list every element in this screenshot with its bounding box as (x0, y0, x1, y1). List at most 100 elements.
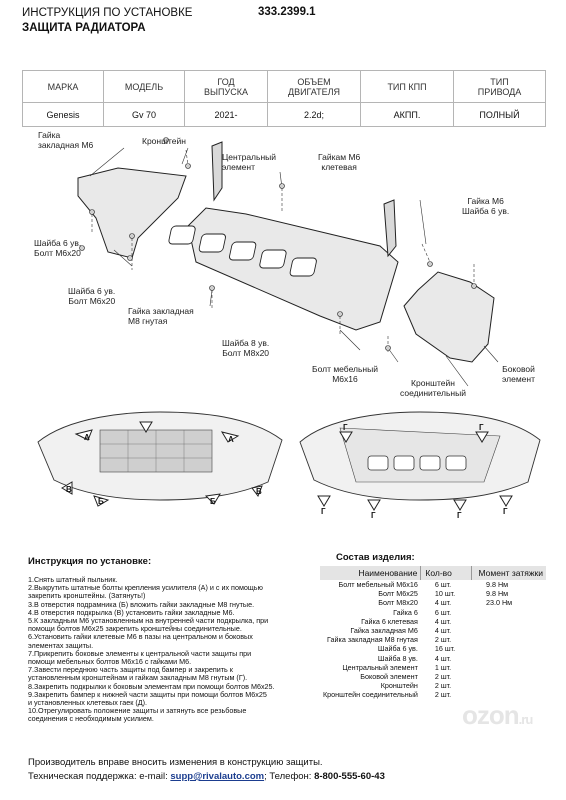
table-row: Кронштейн соединительный 2 шт. (320, 690, 546, 699)
col-name: Наименование (320, 566, 422, 580)
label-washer-bolt-a: Шайба 6 ув. Болт М6х20 (34, 238, 82, 258)
vehicle-spec-table: МАРКА МОДЕЛЬ ГОД ВЫПУСКА ОБЪЕМ ДВИГАТЕЛЯ… (22, 70, 546, 127)
component-torque (472, 672, 546, 681)
component-torque (472, 654, 546, 663)
title-line-2: ЗАЩИТА РАДИАТОРА (22, 22, 146, 34)
watermark-suffix: .ru (518, 712, 534, 727)
label-cage-nut: Гайкам М6 клетевая (318, 152, 361, 172)
instruction-line: 1.Снять штатный пыльник. (28, 575, 118, 584)
instruction-line: закрепить кронштейны. (Затянуть!) (28, 591, 146, 601)
component-name: Шайба 8 ув. (377, 653, 418, 663)
col-qty: Кол-во (420, 566, 473, 580)
instructions-title: Инструкция по установке: (28, 556, 152, 567)
label-nut-m6: Гайка закладная М6 (38, 130, 94, 150)
instruction-line: помощи болтов М6х25 закрепить кронштейны… (28, 624, 242, 634)
instruction-line: элементах защиты. (28, 640, 94, 650)
table-row: Центральный элемент 1 шт. (320, 663, 546, 672)
watermark: ozon.ru (462, 700, 534, 731)
instruction-line: 8.Закрепить подкрылки к боковым элемента… (28, 681, 275, 691)
component-torque (472, 690, 546, 699)
mark-a: А (84, 433, 90, 442)
instruction-line: 9.Закрепить бампер к нижней части защиты… (28, 689, 267, 699)
instruction-line: 2.Выкрутить штатные болты крепления усил… (28, 583, 263, 593)
component-name: Гайка 6 (393, 607, 418, 617)
component-qty: 2 шт. (434, 690, 452, 700)
instruction-line: помощи мебельных болтов М6х16 с гайками … (28, 657, 192, 667)
component-qty: 2 шт. (434, 681, 452, 691)
component-torque: 9.8 Нм (485, 580, 509, 589)
table-row: Шайба 8 ув.4 шт. (320, 654, 546, 663)
instruction-line: 7.Прикрепить боковые элементы к централь… (28, 648, 252, 658)
component-torque: 9.8 Нм (485, 589, 509, 599)
central-window (259, 249, 287, 269)
mark-g: Г (457, 511, 462, 520)
component-torque (472, 608, 546, 617)
mark-v: В (66, 485, 72, 494)
mark-g: Г (371, 511, 376, 520)
table-row: Шайба 6 ув.16 шт. (320, 644, 546, 653)
mark-g: Г (479, 423, 484, 432)
value-year: 2021- (184, 102, 268, 127)
component-name: Центральный элемент (342, 662, 418, 672)
col-torque: Момент затяжки (471, 566, 546, 580)
components-title: Состав изделия: (336, 552, 415, 563)
component-qty: 4 шт. (434, 598, 452, 608)
document-title: ИНСТРУКЦИЯ ПО УСТАНОВКЕ ЗАЩИТА РАДИАТОРА (22, 6, 192, 36)
components-table: Наименование Кол-во Момент затяжки Болт … (320, 566, 546, 700)
component-name: Кронштейн (380, 681, 418, 691)
title-line-1: ИНСТРУКЦИЯ ПО УСТАНОВКЕ (22, 7, 193, 19)
instruction-line: 5.К закладным М6 установленным на внутре… (28, 616, 269, 626)
component-name: Гайка закладная М8 гнутая (327, 635, 418, 645)
instruction-line: 10.Отрегулировать положение защиты и зат… (28, 706, 247, 716)
central-window (289, 257, 317, 277)
label-washer-bolt-b: Шайба 6 ув. Болт М6х20 (68, 286, 116, 306)
label-central-element: Центральный элемент (222, 152, 276, 172)
table-row: Болт М8х20 4 шт. 23.0 Нм (320, 598, 546, 607)
instruction-line: соединения с необходимым усилием. (28, 714, 154, 724)
right-bracket (383, 199, 397, 258)
label-washer8-bolt: Шайба 8 ув. Болт М8х20 (222, 338, 270, 358)
label-nut-washer: Гайка М6 Шайба 6 ув. (462, 196, 510, 216)
component-qty: 6 шт. (434, 580, 452, 589)
instruction-line: установленным кронштейнам и гайкам закла… (28, 673, 248, 683)
right-side-element (403, 271, 495, 363)
header-gearbox: ТИП КПП (360, 70, 454, 103)
mark-b: Б (210, 497, 216, 506)
mark-a: А (228, 435, 234, 444)
value-model: Gv 70 (103, 102, 185, 127)
component-name: Болт М8х20 (378, 598, 418, 608)
label-side-element: Боковой элемент (502, 364, 535, 384)
component-torque (472, 681, 546, 690)
phone-label: ; Телефон: (264, 771, 315, 782)
instruction-line: 3.В отверстия подрамника (Б) вложить гай… (28, 599, 255, 609)
mark-g: Г (321, 507, 326, 516)
instructions-list: 1.Снять штатный пыльник. 2.Выкрутить шта… (28, 575, 318, 724)
component-torque (472, 663, 546, 672)
support-phone: 8-800-555-60-43 (314, 771, 385, 782)
value-brand: Genesis (22, 102, 104, 127)
table-row: Боковой элемент 2 шт. (320, 672, 546, 681)
component-qty: 1 шт. (434, 662, 452, 672)
mark-v: В (256, 487, 262, 496)
value-gearbox: АКПП. (360, 102, 454, 127)
support-email-link[interactable]: supp@rivalauto.com (170, 771, 265, 782)
component-qty: 2 шт. (434, 672, 452, 682)
component-name: Боковой элемент (360, 672, 418, 682)
mark-b: Б (98, 497, 104, 506)
component-torque: 23.0 Нм (485, 598, 513, 608)
component-qty: 16 шт. (434, 644, 456, 654)
installed-guard (339, 427, 501, 483)
left-side-element (77, 167, 187, 259)
mark-g: Г (343, 423, 348, 432)
support-label: Техническая поддержка: e-mail: (28, 771, 171, 782)
footer-disclaimer: Производитель вправе вносить изменения в… (28, 757, 323, 768)
component-name: Кронштейн соединительный (323, 690, 418, 700)
watermark-main: ozon (462, 700, 520, 730)
header-drive: ТИП ПРИВОДА (453, 70, 546, 103)
header-year: ГОД ВЫПУСКА (184, 70, 268, 103)
